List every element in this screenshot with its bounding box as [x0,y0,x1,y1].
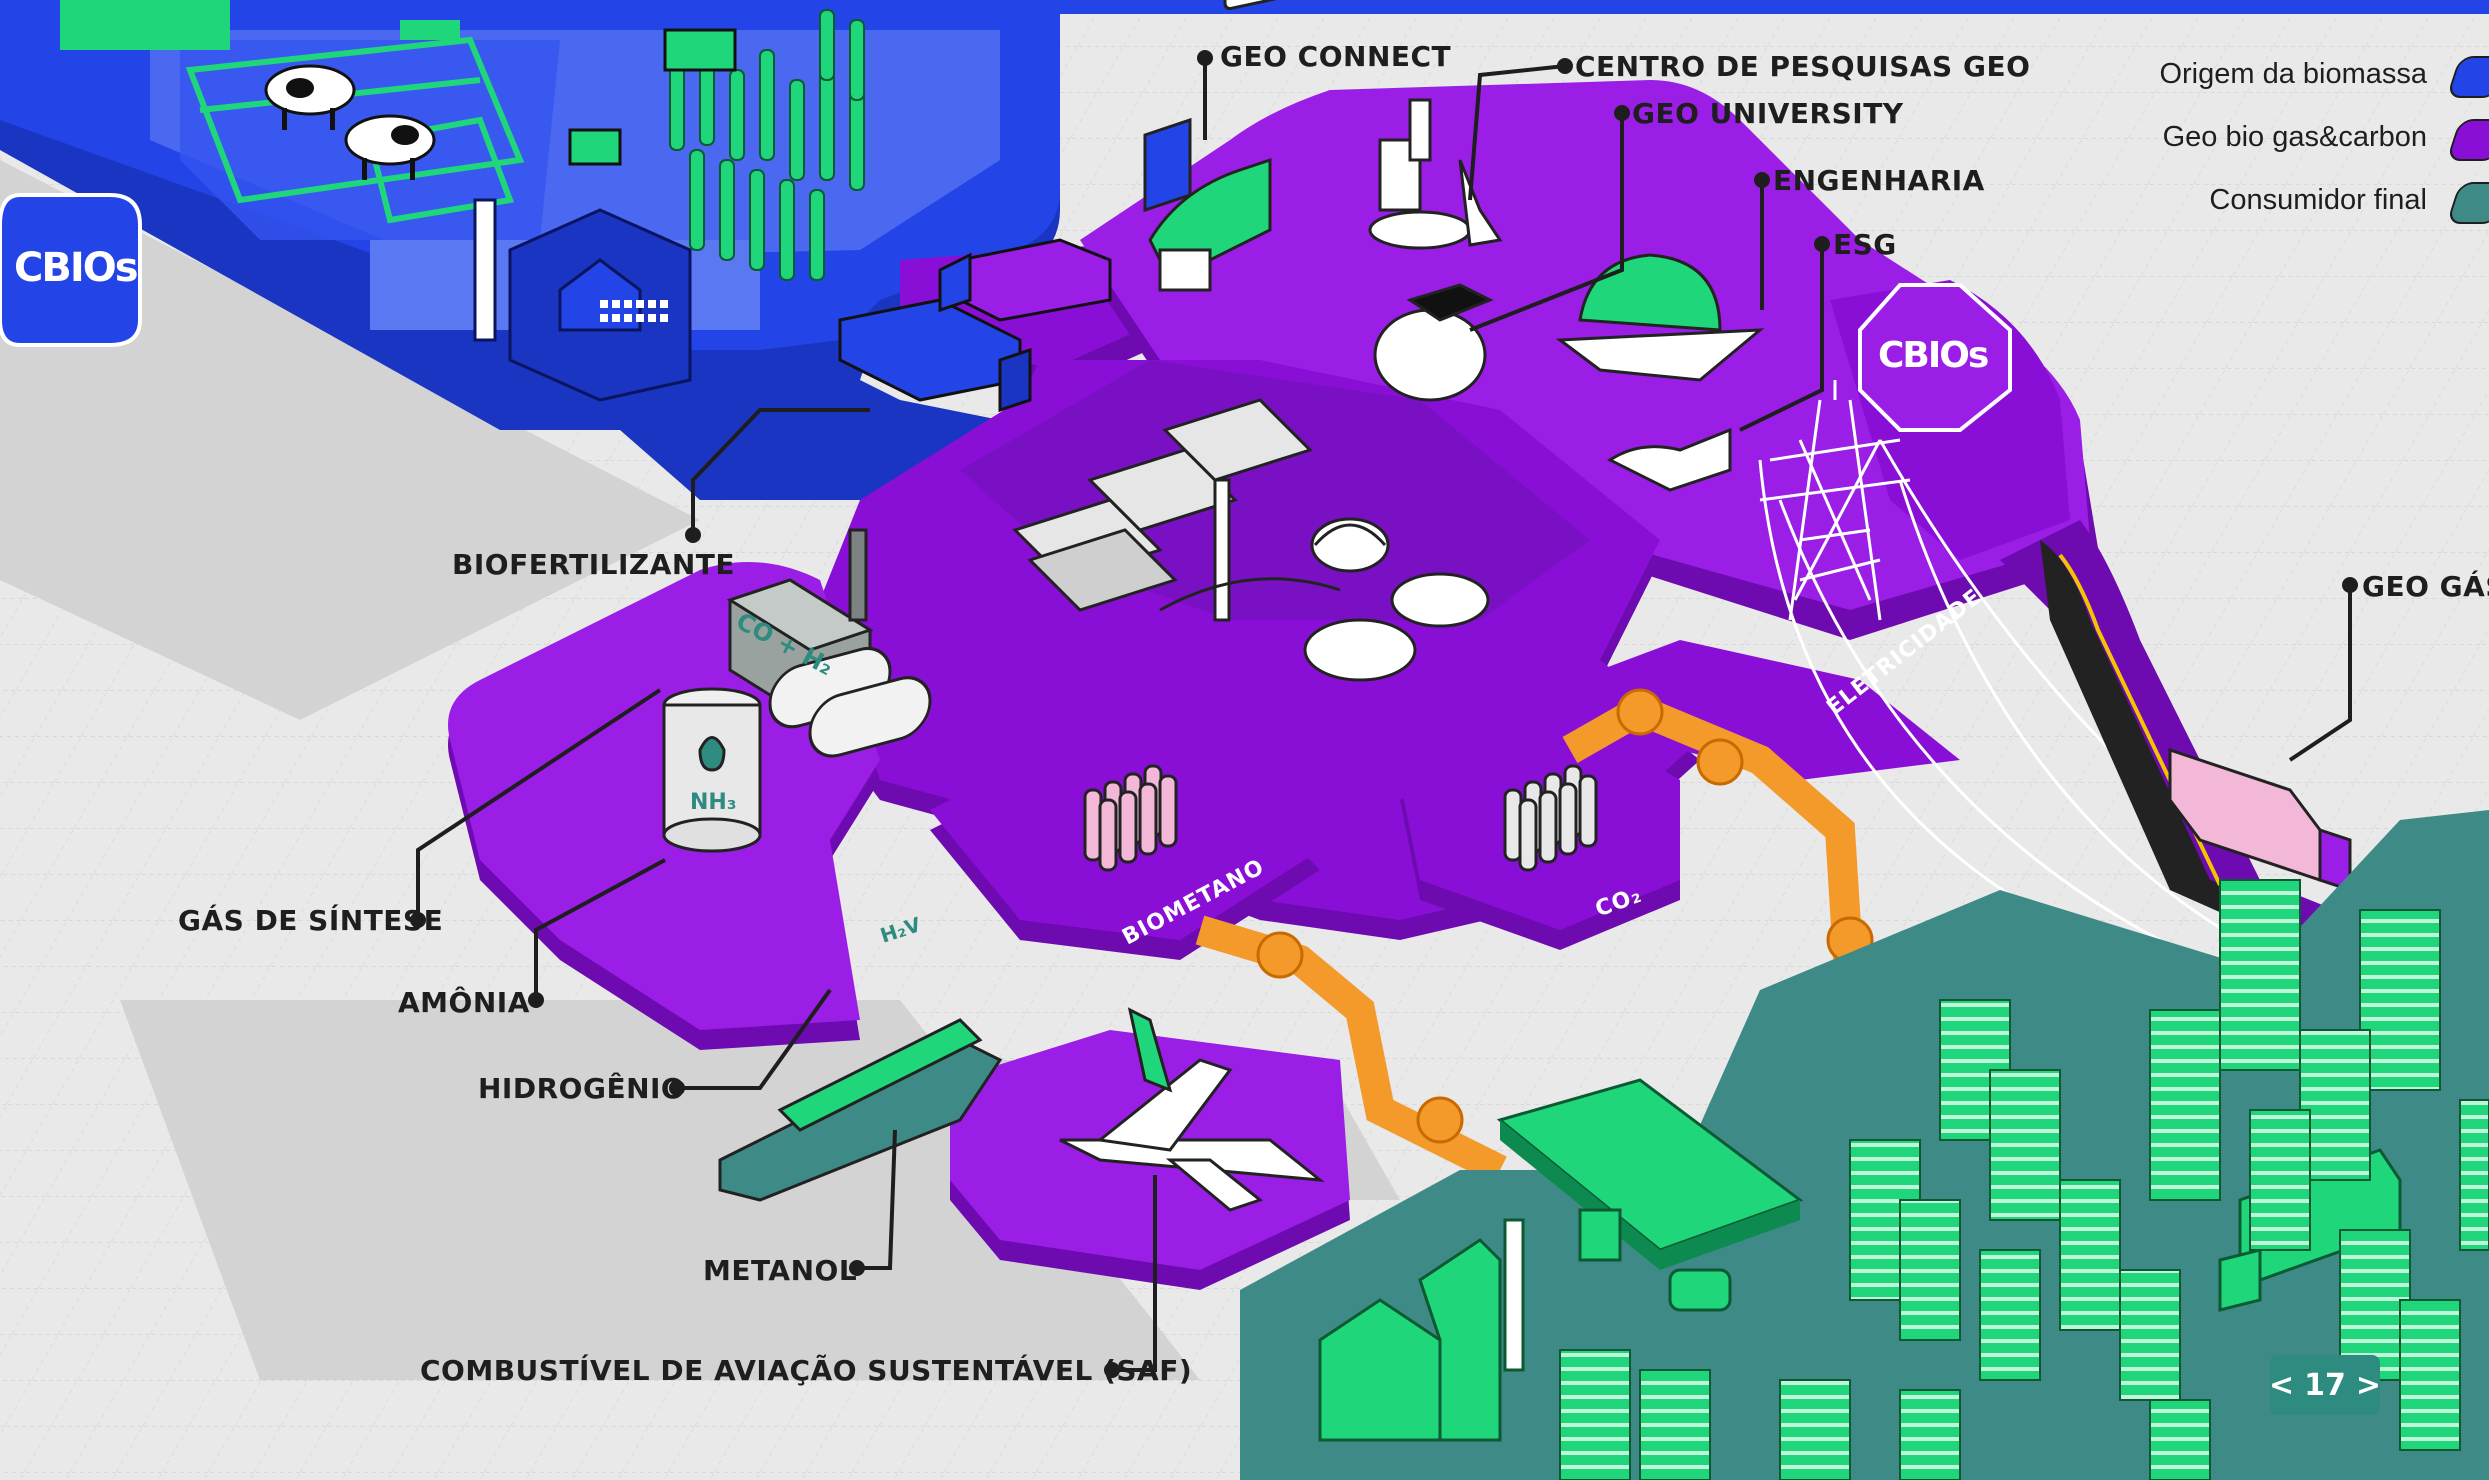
callout-metanol: METANOL [703,1254,858,1287]
tanks [662,528,1598,872]
callout-gas-sintese: GÁS DE SÍNTESE [178,904,444,937]
callout-amonia: AMÔNIA [398,986,530,1019]
page-number: 17 [2304,1367,2346,1403]
legend-label: Consumidor final [2209,184,2427,216]
legend-swatch-blue [2446,56,2489,98]
legend-item-geo-bio: Geo bio gas&carbon [2069,113,2489,176]
city-buildings [1559,879,2489,1480]
callout-geo-connect: GEO CONNECT [1220,40,1452,73]
nh3-tank-label: NH₃ [690,790,737,815]
cbios-badge-left-label: CBIOs [14,245,139,291]
legend: Origem da biomassa Geo bio gas&carbon Co… [2069,50,2489,239]
prev-page-button[interactable]: < [2268,1367,2295,1403]
legend-item-origem: Origem da biomassa [2069,50,2489,113]
next-page-button[interactable]: > [2355,1367,2382,1403]
callout-geo-gas: GEO GÁS [2362,570,2489,603]
legend-label: Origem da biomassa [2159,58,2427,90]
road-ramp [2000,520,2360,960]
legend-swatch-teal [2446,182,2489,224]
page-navigator: < 17 > [2268,1355,2382,1415]
processing-platform [448,360,1960,1290]
digester-facility [1012,398,1490,682]
callout-esg: ESG [1833,228,1897,261]
cbios-badge-right [1858,283,2012,432]
callout-engenharia: ENGENHARIA [1773,164,1985,197]
cbios-badge-right-label: CBIOs [1878,335,1989,376]
legend-label: Geo bio gas&carbon [2162,121,2427,153]
legend-swatch-purple [2446,119,2489,161]
biomass-platform [0,0,1060,500]
callout-geo-university: GEO UNIVERSITY [1632,97,1904,130]
ship-airplane [718,1007,1325,1212]
trucks [838,238,1112,413]
callout-centro-pesquisas: CENTRO DE PESQUISAS GEO [1575,50,2031,83]
leader-lines [410,50,2358,1378]
callout-biofertilizante: BIOFERTILIZANTE [452,548,736,581]
callout-hidrogenio: HIDROGÊNIO [478,1072,686,1105]
legend-item-consumidor: Consumidor final [2069,176,2489,239]
callout-saf: COMBUSTÍVEL DE AVIAÇÃO SUSTENTÁVEL (SAF) [420,1354,1193,1387]
